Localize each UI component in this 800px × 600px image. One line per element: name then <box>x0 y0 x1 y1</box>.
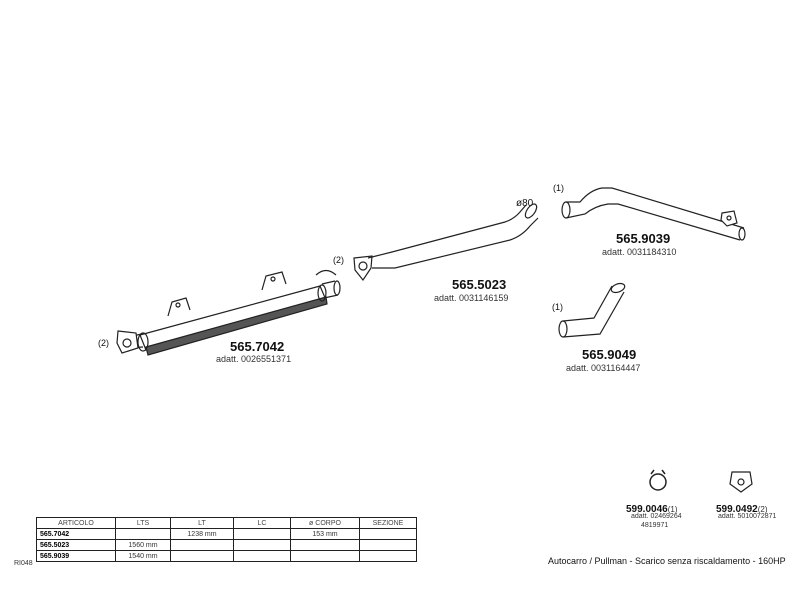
tail-pipe-part <box>561 187 746 241</box>
clamp-ref2: 4819971 <box>641 522 669 529</box>
clamp-note: (1) <box>667 505 678 514</box>
table-row: 565.9039 1540 mm <box>36 550 417 562</box>
tail-pipe-code: 565.9039 <box>616 231 671 246</box>
table-cell: 1560 mm <box>115 539 171 551</box>
mid-pipe-part <box>367 203 539 269</box>
header-cell: LC <box>233 517 291 529</box>
table-cell: 153 mm <box>290 528 360 540</box>
table-cell: 1238 mm <box>170 528 234 540</box>
clamp-part <box>649 469 667 491</box>
mid-pipe-code: 565.5023 <box>452 277 507 292</box>
elbow-pipe-part <box>558 282 626 338</box>
table-cell <box>359 528 417 540</box>
header-cell: LTS <box>115 517 171 529</box>
elbow-pipe-position-tag: (1) <box>552 302 563 312</box>
table-cell <box>233 528 291 540</box>
caption: Autocarro / Pullman - Scarico senza risc… <box>548 556 786 566</box>
mid-pipe-ref: adatt. 0031146159 <box>434 293 509 303</box>
muffler-code: 565.7042 <box>230 339 285 354</box>
gasket-note: (2) <box>757 505 768 514</box>
clamp-ref1: adatt. 02469264 <box>631 513 682 520</box>
gasket-label: 599.0492(2) <box>716 500 768 516</box>
table-cell <box>233 550 291 562</box>
header-cell: ARTICOLO <box>36 517 116 529</box>
table-cell <box>359 539 417 551</box>
table-cell: 565.9039 <box>36 550 116 562</box>
table-row: 565.5023 1560 mm <box>36 539 417 551</box>
header-cell: SEZIONE <box>359 517 417 529</box>
mid-pipe-diameter: ø80 <box>516 198 534 209</box>
table-cell: 565.7042 <box>36 528 116 540</box>
elbow-pipe-ref: adatt. 0031164447 <box>566 363 641 373</box>
header-cell: ø CORPO <box>290 517 360 529</box>
table-header-row: ARTICOLO LTS LT LC ø CORPO SEZIONE <box>36 517 417 529</box>
flange-part <box>353 255 373 282</box>
side-code: RI048 <box>14 560 33 567</box>
muffler-part <box>116 269 341 356</box>
table-cell <box>290 550 360 562</box>
header-cell: LT <box>170 517 234 529</box>
table-cell <box>359 550 417 562</box>
tail-pipe-position-tag: (1) <box>553 183 564 193</box>
table-cell <box>115 528 171 540</box>
muffler-ref: adatt. 0026551371 <box>216 354 292 364</box>
table-cell: 565.5023 <box>36 539 116 551</box>
table-cell: 1540 mm <box>115 550 171 562</box>
gasket-part <box>729 471 753 493</box>
gasket-code: 599.0492 <box>716 504 758 515</box>
table-row: 565.7042 1238 mm 153 mm <box>36 528 417 540</box>
table-cell <box>290 539 360 551</box>
clamp-code: 599.0046 <box>626 504 668 515</box>
spec-table: ARTICOLO LTS LT LC ø CORPO SEZIONE 565.7… <box>36 517 417 562</box>
muffler-position-tag: (2) <box>98 338 109 348</box>
elbow-pipe-code: 565.9049 <box>582 347 637 362</box>
gasket-ref1: adatt. 5010072871 <box>718 513 777 520</box>
mid-pipe-position-tag: (2) <box>333 255 344 265</box>
table-cell <box>170 539 234 551</box>
table-cell <box>170 550 234 562</box>
clamp-label: 599.0046(1) <box>626 500 678 516</box>
table-cell <box>233 539 291 551</box>
tail-pipe-ref: adatt. 0031184310 <box>602 247 677 257</box>
